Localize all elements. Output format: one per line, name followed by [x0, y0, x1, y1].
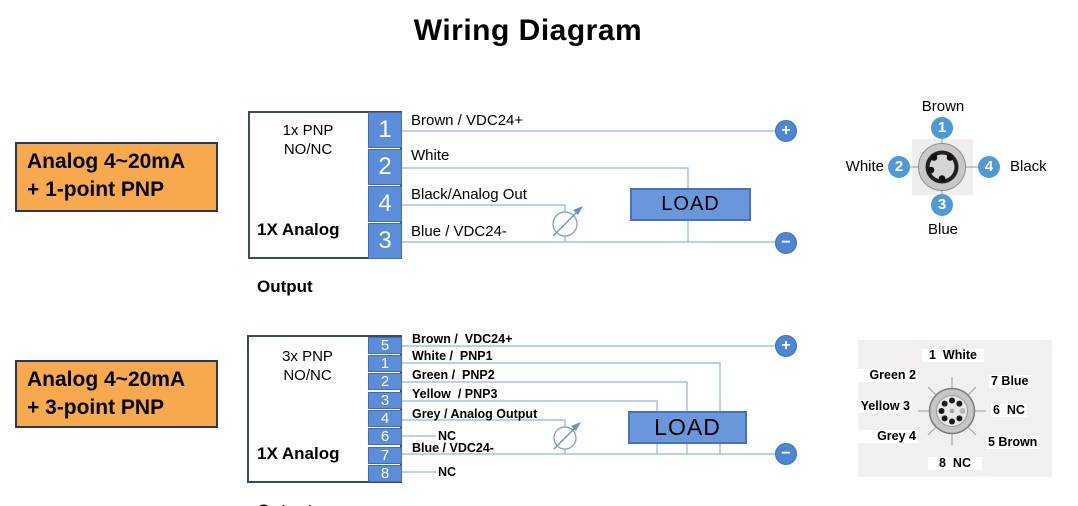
- connector2-pin-dot: [956, 415, 963, 422]
- wire-label-nc-8: NC: [438, 465, 457, 479]
- connector1-pin-dot: [930, 154, 938, 161]
- pin-cell-1: 1: [368, 112, 402, 148]
- pin-cell-1: 1: [368, 355, 402, 372]
- wire-label-brown-2: Brown / VDC24+: [412, 332, 513, 346]
- connector2-pin-dot: [938, 408, 945, 414]
- connector2-label-6-nc: 6 NC: [991, 403, 1027, 417]
- wire-label-yellow-pnp3: Yellow / PNP3: [412, 387, 498, 401]
- connector1-pin-dot: [938, 175, 946, 182]
- connector1-pin-4: 4: [978, 156, 1000, 178]
- connector1-pin-3: 3: [931, 194, 953, 216]
- pin-cell-2: 2: [368, 373, 402, 390]
- device-output-line2: Output: [257, 277, 313, 296]
- wire-label-black: Black/Analog Out: [411, 186, 527, 203]
- connector2-pin-dot: [941, 400, 948, 407]
- wire-label-white-pnp1: White / PNP1: [412, 349, 493, 363]
- pin-cell-5: 5: [368, 337, 402, 354]
- connector1-pin-dot: [927, 166, 935, 174]
- connector2-pin-dot: [949, 418, 955, 425]
- device-type-line1: 1x PNP: [282, 122, 334, 139]
- load-box-1: LOAD: [630, 188, 751, 221]
- section2-label: Analog 4~20mA + 3-point PNP: [15, 360, 218, 428]
- minus-terminal-1: −: [775, 232, 797, 254]
- device-type-line1: 3x PNP: [282, 348, 333, 365]
- section2-device-output: 1X Analog Output: [257, 406, 340, 506]
- device-output-line2: Output: [257, 501, 340, 506]
- pin-cell-8: 8: [368, 465, 402, 482]
- connector2-pin-dot-nc: [959, 408, 966, 414]
- minus-terminal-2: −: [775, 443, 797, 465]
- section2-label-line2: + 3-point PNP: [27, 396, 165, 419]
- section1-label-line1: Analog 4~20mA: [27, 150, 186, 173]
- connector2-radial-se: [967, 426, 977, 436]
- pin-cell-2: 2: [368, 149, 402, 185]
- connector1-label-blue: Blue: [927, 221, 959, 238]
- connector1-pin-2: 2: [888, 156, 910, 178]
- connector2-label-grey-4: Grey 4: [858, 430, 918, 443]
- connector1-artwork: [899, 128, 989, 205]
- connector1-pin-1: 1: [931, 117, 953, 139]
- page-title: Wiring Diagram: [413, 14, 643, 47]
- section1-label: Analog 4~20mA + 1-point PNP: [15, 142, 218, 212]
- connector1-label-black: Black: [1010, 158, 1047, 175]
- device-type-line2: NO/NC: [283, 141, 333, 158]
- meter-needle: [552, 209, 580, 237]
- connector1-label-brown: Brown: [921, 98, 965, 115]
- device-output-line1: 1X Analog: [257, 444, 340, 463]
- connector2-label-yellow-3: Yellow 3: [852, 400, 912, 413]
- wire-label-white: White: [411, 147, 450, 164]
- meter-needle: [553, 425, 578, 450]
- device-type-line2: NO/NC: [283, 367, 332, 384]
- meter-arrowhead: [571, 422, 581, 431]
- connector2-label-5-brown: 5 Brown: [986, 435, 1040, 449]
- section1-device-type: 1x PNP NO/NC: [248, 121, 368, 159]
- wire-label-nc-6: NC: [438, 429, 457, 443]
- section1-label-line2: + 1-point PNP: [27, 178, 165, 201]
- connector2-center-dot: [949, 408, 955, 414]
- connector2-label-green-2: Green 2: [858, 369, 918, 382]
- section2-device-type: 3x PNP NO/NC: [247, 347, 368, 385]
- connector2-radial-nw: [927, 386, 937, 396]
- section2-label-line1: Analog 4~20mA: [27, 368, 186, 391]
- plus-terminal-2: +: [775, 335, 797, 357]
- meter-arrowhead: [573, 206, 583, 215]
- meter-symbol-2: [553, 422, 581, 450]
- connector1-pin-dot: [946, 154, 954, 161]
- device-output-line1: 1X Analog: [257, 220, 340, 239]
- connector2-pin-dot: [956, 400, 963, 407]
- wire-label-green-pnp2: Green / PNP2: [412, 368, 495, 382]
- load-box-2: LOAD: [628, 411, 747, 444]
- connector2-label-1-white: 1 White: [922, 349, 984, 362]
- connector1-label-white: White: [845, 158, 884, 175]
- connector2-label-7-blue: 7 Blue: [989, 374, 1031, 388]
- pin-cell-3: 3: [368, 392, 402, 409]
- connector2-label-8-nc: 8 NC: [928, 457, 982, 470]
- wire-label-grey-analog: Grey / Analog Output: [412, 407, 538, 421]
- wire-label-brown: Brown / VDC24+: [411, 112, 524, 129]
- connector2-radial-ne: [967, 386, 977, 396]
- pin-cell-4: 4: [368, 186, 402, 222]
- meter-symbol-1: [552, 206, 583, 237]
- wire-label-blue-2: Blue / VDC24-: [412, 441, 494, 455]
- connector1-face: [929, 154, 955, 180]
- connector2-radial-sw: [927, 426, 937, 436]
- connector2-pin-dot: [941, 415, 948, 422]
- wire-label-blue: Blue / VDC24-: [411, 223, 507, 240]
- pin-cell-6: 6: [368, 428, 402, 445]
- pin-cell-4: 4: [368, 410, 402, 427]
- connector2-pin-dot: [949, 397, 955, 404]
- pin-cell-3: 3: [368, 223, 402, 259]
- plus-terminal-1: +: [775, 120, 797, 142]
- pin-cell-7: 7: [368, 447, 402, 464]
- section1-device-output: 1X Analog Output: [257, 182, 340, 334]
